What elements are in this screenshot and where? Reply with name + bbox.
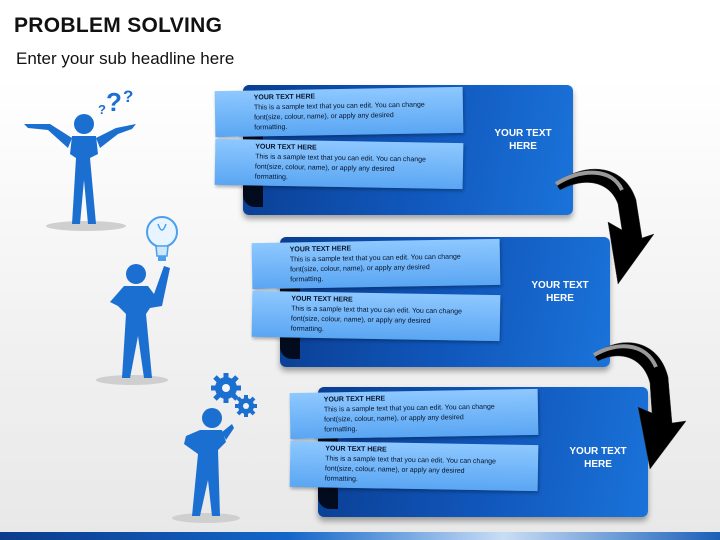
page-title: PROBLEM SOLVING xyxy=(14,14,223,37)
ribbon-text: formatting. xyxy=(290,275,324,284)
figure-confused: ? ? ? xyxy=(24,87,136,231)
question-marks-icon: ? ? ? xyxy=(98,87,133,117)
ribbon-text: formatting. xyxy=(254,123,288,132)
ribbon-fold xyxy=(280,337,300,359)
person-icon xyxy=(110,264,170,378)
person-icon xyxy=(24,114,136,224)
svg-text:?: ? xyxy=(123,87,133,106)
page-subtitle: Enter your sub headline here xyxy=(16,49,235,68)
text-ribbon: YOUR TEXT HERE This is a sample text tha… xyxy=(214,86,464,138)
gears-icon xyxy=(211,373,257,417)
text-ribbon: YOUR TEXT HERE This is a sample text tha… xyxy=(251,290,501,342)
step-label-line: YOUR TEXT xyxy=(569,446,627,457)
figure-thinking xyxy=(172,373,257,523)
svg-text:?: ? xyxy=(98,102,106,117)
step-block-1: YOUR TEXT HERE This is a sample text tha… xyxy=(214,85,585,235)
step-label: YOUR TEXT HERE xyxy=(483,127,563,153)
step-block-2: YOUR TEXT HERE This is a sample text tha… xyxy=(251,237,622,387)
step-label-line: YOUR TEXT xyxy=(494,128,552,139)
step-label-line: HERE xyxy=(584,459,612,470)
text-ribbon: YOUR TEXT HERE This is a sample text tha… xyxy=(251,238,501,290)
step-label: YOUR TEXT HERE xyxy=(558,445,638,471)
ribbon-text: formatting. xyxy=(254,173,288,182)
ribbon-fold xyxy=(318,487,338,509)
text-ribbon: YOUR TEXT HERE This is a sample text tha… xyxy=(214,138,464,190)
ribbon-text: formatting. xyxy=(290,325,324,334)
curved-arrow-icon xyxy=(592,342,687,470)
step-label-line: HERE xyxy=(509,141,537,152)
person-icon xyxy=(184,408,234,516)
curved-arrow-icon xyxy=(554,168,655,285)
step-block-3: YOUR TEXT HERE This is a sample text tha… xyxy=(289,387,660,537)
step-label: YOUR TEXT HERE xyxy=(520,279,600,305)
figure-idea xyxy=(96,216,178,385)
step-label-line: YOUR TEXT xyxy=(531,280,589,291)
lightbulb-icon xyxy=(146,216,178,261)
step-label-line: HERE xyxy=(546,293,574,304)
text-ribbon: YOUR TEXT HERE This is a sample text tha… xyxy=(289,440,539,492)
footer-bar xyxy=(0,532,720,540)
text-ribbon: YOUR TEXT HERE This is a sample text tha… xyxy=(289,388,539,440)
ribbon-fold xyxy=(243,185,263,207)
svg-text:?: ? xyxy=(106,87,122,117)
